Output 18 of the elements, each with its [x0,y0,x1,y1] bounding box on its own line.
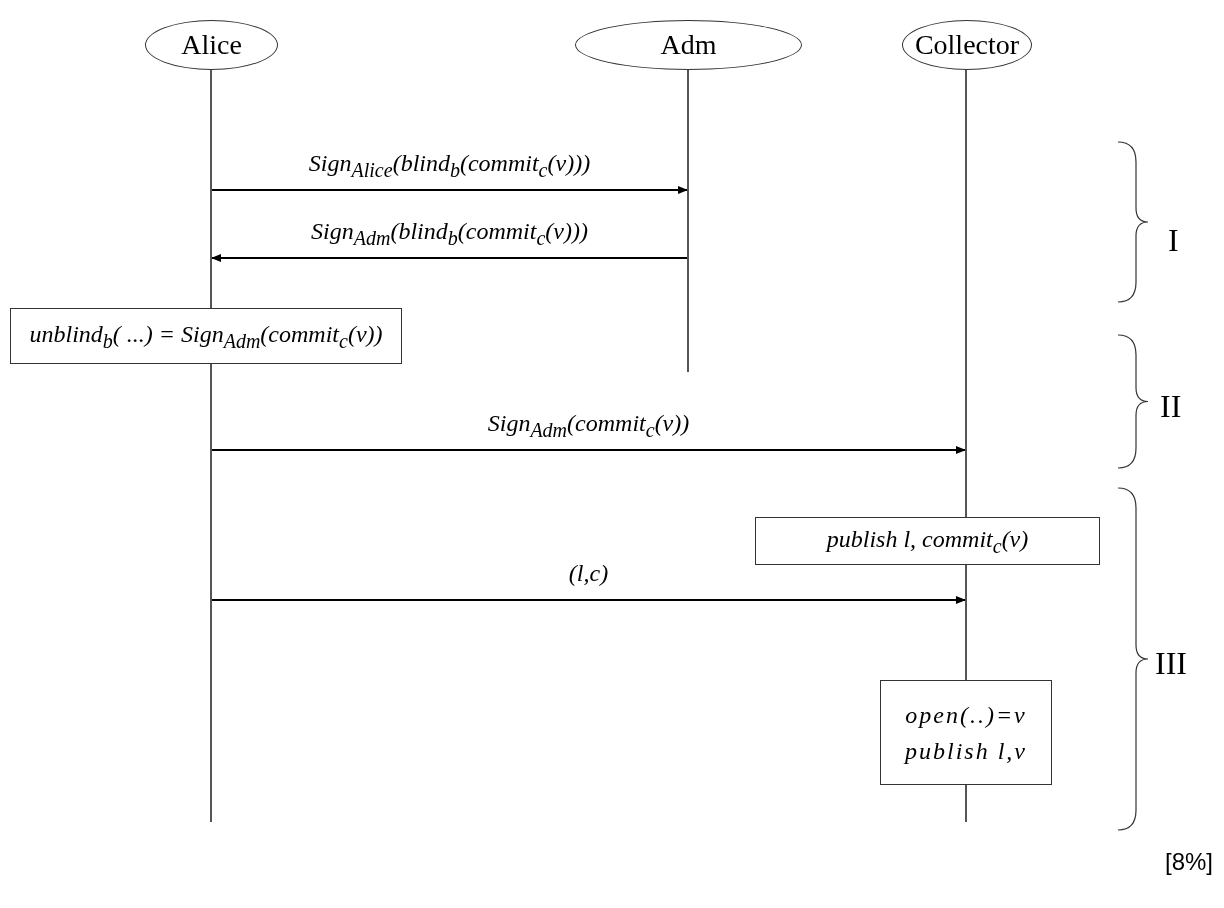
action-box [880,680,1052,785]
message-arrow [211,446,966,454]
actor-name: Alice [181,28,242,62]
formula-text: open(..)=v [905,700,1027,730]
actor-name: Collector [914,28,1020,62]
formula-text: publish l,v [905,736,1027,766]
phase-numeral: III [1155,645,1187,682]
message-arrow [211,596,966,604]
message-arrow [211,254,688,262]
actor-name: Adm [660,28,717,62]
phase-numeral: I [1168,222,1179,259]
message-arrow [211,186,688,194]
action-box [10,308,402,364]
formula-text: publish l, commit$_{c}$(v) [826,525,1029,559]
percentage-note: [8%] [1165,848,1214,876]
formula-text: unblind$_{b}$( ...) = Sign$_{Adm}$(commit$_{c}$(v)) [29,320,383,354]
phase-numeral: II [1160,388,1182,425]
action-box [755,517,1100,565]
